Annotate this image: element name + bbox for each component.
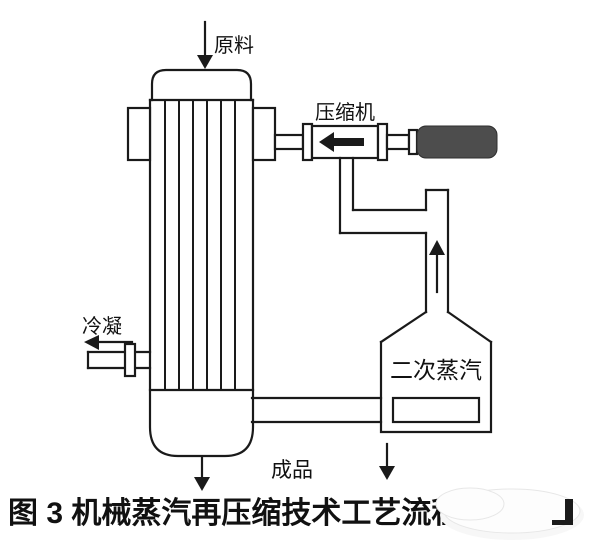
watermark-smudge-small	[435, 487, 505, 521]
separator-body	[379, 340, 493, 434]
flange-right	[376, 122, 389, 162]
condensate-arrow-left-icon	[84, 335, 134, 350]
separator-internal-duct	[391, 396, 481, 424]
coupling	[407, 128, 419, 156]
bottom-vapor-duct	[250, 396, 383, 424]
figure-caption-group: 图 3 机械蒸汽再压缩技术工艺流程图	[8, 487, 584, 540]
feed-arrow-down-icon	[197, 55, 213, 69]
vapor-separator: 二次蒸汽	[379, 310, 493, 480]
tube-bundle	[164, 100, 236, 390]
riser-arrow-up-icon	[429, 240, 445, 294]
caption-remnant-tick	[552, 520, 565, 525]
feed-inlet: 原料	[197, 20, 254, 69]
vapor-piping	[338, 156, 450, 314]
figure-caption: 图 3 机械蒸汽再压缩技术工艺流程图	[8, 497, 491, 530]
product-outlet: 成品	[194, 456, 313, 491]
product-label: 成品	[271, 459, 313, 482]
flange-left	[301, 122, 314, 162]
shaft-left	[273, 133, 305, 151]
left-nozzle	[126, 106, 152, 162]
compressor-flow-arrow-left-icon	[319, 132, 364, 152]
motor-body	[416, 125, 498, 159]
evaporator-column	[126, 68, 277, 458]
condensate-flange	[123, 342, 137, 378]
secondary-steam-label: 二次蒸汽	[390, 357, 482, 383]
caption-remnant-mark	[565, 499, 573, 525]
right-nozzle	[251, 106, 277, 162]
compressor-label: 压缩机	[315, 101, 375, 124]
compressor-assembly: 压缩机	[273, 101, 498, 162]
column-shell	[148, 98, 255, 458]
condensate-outlet: 冷凝	[82, 315, 152, 378]
product-arrow-down-icon	[194, 477, 210, 491]
separator-outlet-arrow-down-icon	[379, 442, 395, 480]
shaft-right	[385, 133, 411, 151]
column-top-cap	[150, 68, 253, 102]
condensate-label: 冷凝	[82, 315, 122, 338]
feed-label: 原料	[214, 34, 254, 57]
